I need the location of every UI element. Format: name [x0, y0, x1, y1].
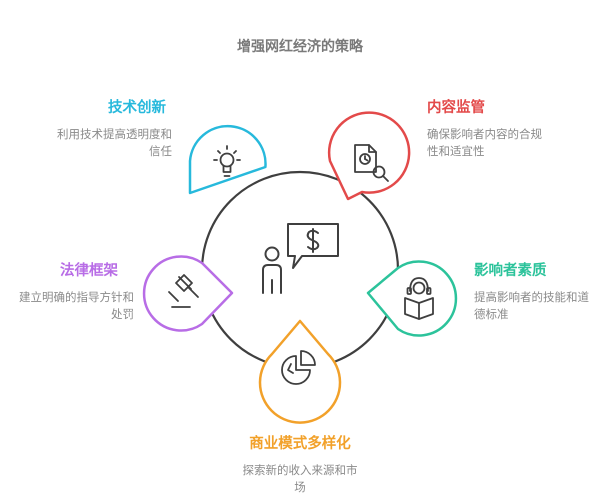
page-title: 增强网红经济的策略 [237, 39, 363, 55]
heading-business: 商业模式多样化 [249, 436, 351, 452]
node-content [327, 111, 411, 201]
desc-tech: 利用技术提高透明度和 信任 [57, 126, 172, 160]
desc-content-line-1: 确保影响者内容的合规 [427, 127, 542, 141]
node-quality [366, 260, 458, 337]
person-money-icon [262, 223, 339, 294]
document-search-icon [354, 144, 389, 182]
reader-headphones-icon [404, 277, 434, 320]
node-business [258, 319, 342, 424]
pie-chart-icon [281, 350, 316, 385]
heading-content: 内容监管 [427, 100, 485, 116]
heading-legal: 法律框架 [60, 263, 118, 279]
desc-quality-line-2: 德标准 [474, 307, 509, 321]
desc-business-line-1: 探索新的收入来源和市 [242, 463, 358, 477]
desc-legal: 建立明确的指导方针和 处罚 [19, 289, 134, 323]
desc-quality: 提高影响者的技能和道 德标准 [474, 289, 589, 323]
desc-business: 探索新的收入来源和市 场 [0, 462, 600, 496]
desc-legal-line-1: 建立明确的指导方针和 [19, 290, 134, 304]
desc-tech-line-1: 利用技术提高透明度和 [57, 127, 172, 141]
gavel-icon [168, 274, 199, 308]
heading-quality: 影响者素质 [474, 263, 547, 279]
node-legal [142, 255, 234, 332]
desc-business-line-2: 场 [294, 480, 306, 494]
desc-content-line-2: 性和适宜性 [427, 144, 485, 158]
desc-content: 确保影响者内容的合规 性和适宜性 [427, 126, 542, 160]
heading-tech: 技术创新 [108, 100, 166, 116]
node-tech [188, 124, 267, 195]
desc-quality-line-1: 提高影响者的技能和道 [474, 290, 589, 304]
lightbulb-icon [213, 145, 241, 177]
desc-legal-line-2: 处罚 [111, 307, 134, 321]
desc-tech-line-2: 信任 [149, 144, 172, 158]
